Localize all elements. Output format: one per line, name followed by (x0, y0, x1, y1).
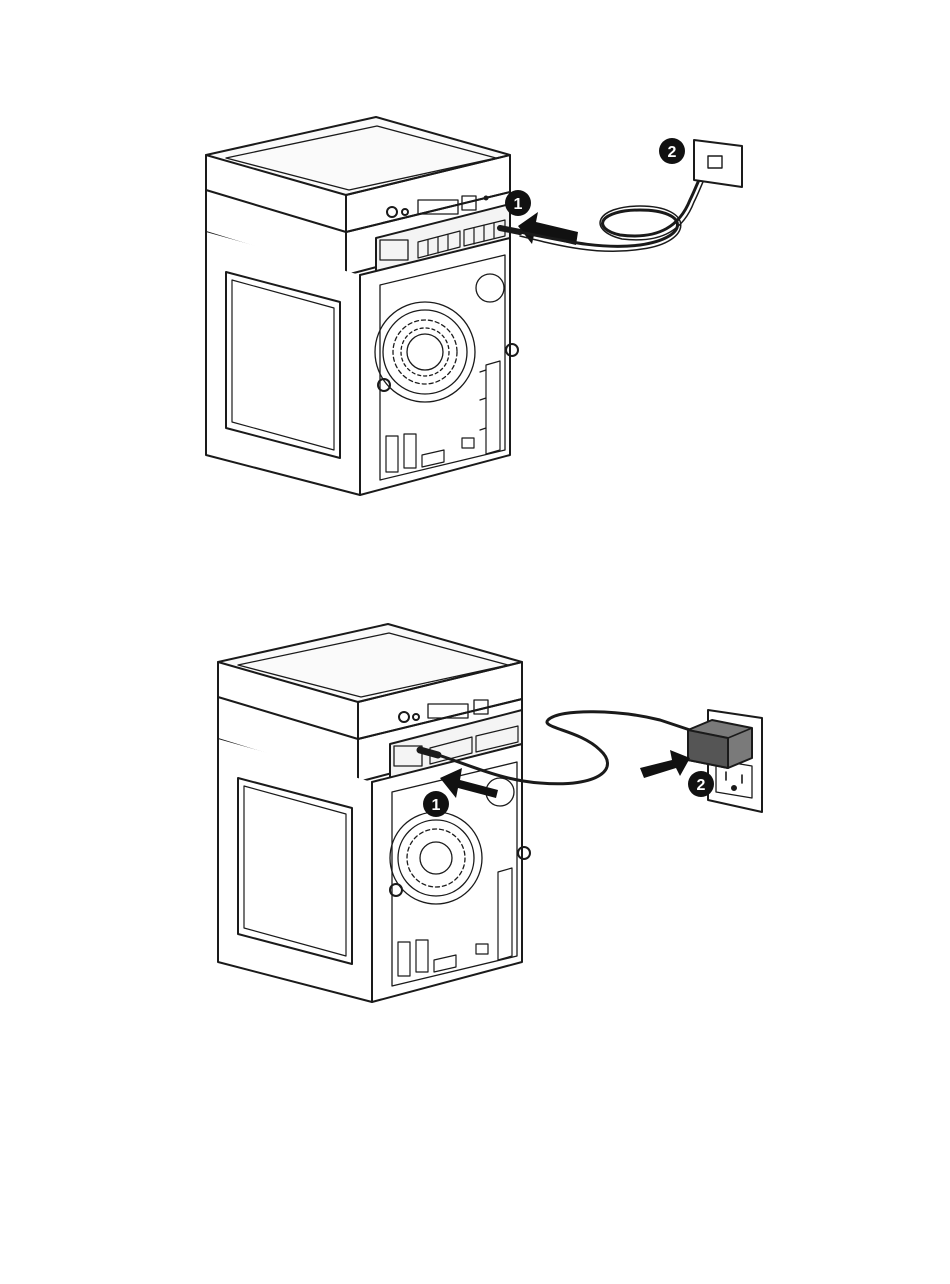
callout-2-label: 2 (697, 777, 706, 794)
callout-1-label: 1 (514, 196, 523, 213)
callout-2-badge: 2 (688, 771, 714, 797)
network-wall-jack (694, 140, 742, 187)
callout-1-badge: 1 (505, 190, 531, 216)
power-plug (688, 720, 752, 768)
callout-2-badge: 2 (659, 138, 685, 164)
figure-network-cable-connection: 1 2 (0, 0, 950, 520)
callout-2-label: 2 (668, 144, 677, 161)
insert-arrow-icon (518, 212, 578, 245)
figure-power-cord-connection: 1 2 (0, 600, 950, 1040)
server-side-panel (218, 739, 372, 1002)
insert-arrow-icon (640, 750, 690, 778)
server-side-panel (206, 232, 360, 495)
power-cord-illustration: 1 2 (0, 600, 950, 1040)
network-cable-illustration: 1 2 (0, 0, 950, 520)
callout-1-badge: 1 (423, 791, 449, 817)
callout-1-label: 1 (432, 797, 441, 814)
